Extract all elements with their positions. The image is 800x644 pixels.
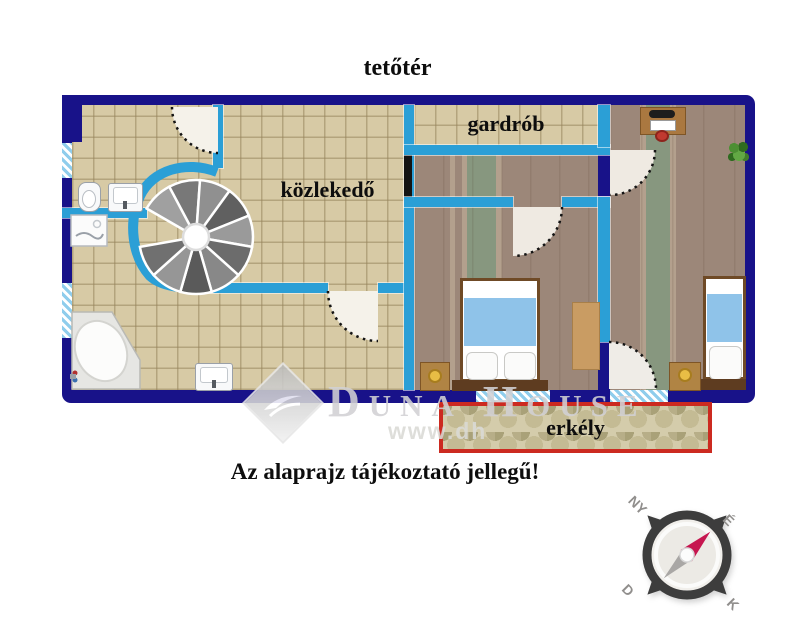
- brand-logo-icon: [241, 361, 325, 445]
- compass-icon: [642, 510, 732, 600]
- office-chair-icon: [655, 130, 669, 142]
- toilet-bowl: [82, 190, 96, 208]
- door-swings: [170, 106, 658, 390]
- sink-lower-icon: [195, 363, 233, 391]
- pillow: [709, 346, 742, 380]
- passage-jamb: [404, 148, 412, 198]
- lower-bath-wall-left: [196, 283, 328, 293]
- room-label-erkely: erkély: [546, 415, 605, 440]
- pillow: [504, 352, 536, 380]
- desk-icon: [640, 107, 686, 135]
- washing-machine-icon: [70, 214, 108, 247]
- corner-bathtub-icon: [70, 311, 141, 390]
- nightstand-left: [420, 362, 450, 391]
- lamp-icon: [428, 369, 442, 383]
- wardrobe-room-floor: [414, 105, 598, 147]
- single-bed-headboard: [695, 379, 746, 390]
- balcony: erkély: [439, 402, 712, 453]
- window-bottom: [476, 390, 550, 403]
- lower-bath-wall-right: [378, 283, 404, 293]
- page-title: tetőtér: [363, 55, 432, 81]
- vestibule-wall-right: [562, 197, 610, 207]
- room-label-gardrob: gardrób: [467, 111, 545, 136]
- sink-faucet: [212, 380, 216, 388]
- central-wall: [404, 105, 414, 390]
- disclaimer-text: Az alaprajz tájékoztató jellegű!: [230, 459, 540, 484]
- window-left-lower: [62, 283, 72, 338]
- bedroom-divider-wall: [598, 197, 610, 342]
- plant-icon: [727, 141, 751, 163]
- brand-url: www.dh: [388, 418, 488, 444]
- watermark: Duna House www.dh: [240, 361, 680, 450]
- double-bed-headboard: [452, 380, 548, 391]
- wall-stub: [62, 95, 82, 142]
- wardrobe-cabinet: [572, 302, 600, 370]
- laptop-icon: [649, 110, 675, 118]
- spiral-staircase-icon: [138, 178, 255, 296]
- room-label-kozlekedo: közlekedő: [280, 177, 375, 202]
- lamp-icon: [678, 368, 692, 382]
- pillow: [466, 352, 498, 380]
- wardrobe-right-wall: [598, 105, 610, 147]
- toilet-icon: [78, 182, 101, 212]
- balcony-door-glazing: [610, 390, 668, 403]
- brand-name: Duna House: [328, 377, 647, 426]
- nightstand-right: [669, 362, 701, 391]
- wc-partition-wall: [62, 208, 147, 218]
- sink-upper-icon: [108, 183, 143, 212]
- sink-faucet: [123, 201, 127, 209]
- wardrobe-bottom-wall: [404, 145, 610, 155]
- vestibule-wall-left: [404, 197, 513, 207]
- window-left-upper: [62, 143, 72, 178]
- single-bed-blanket: [707, 294, 742, 342]
- double-bed-blanket: [464, 298, 536, 346]
